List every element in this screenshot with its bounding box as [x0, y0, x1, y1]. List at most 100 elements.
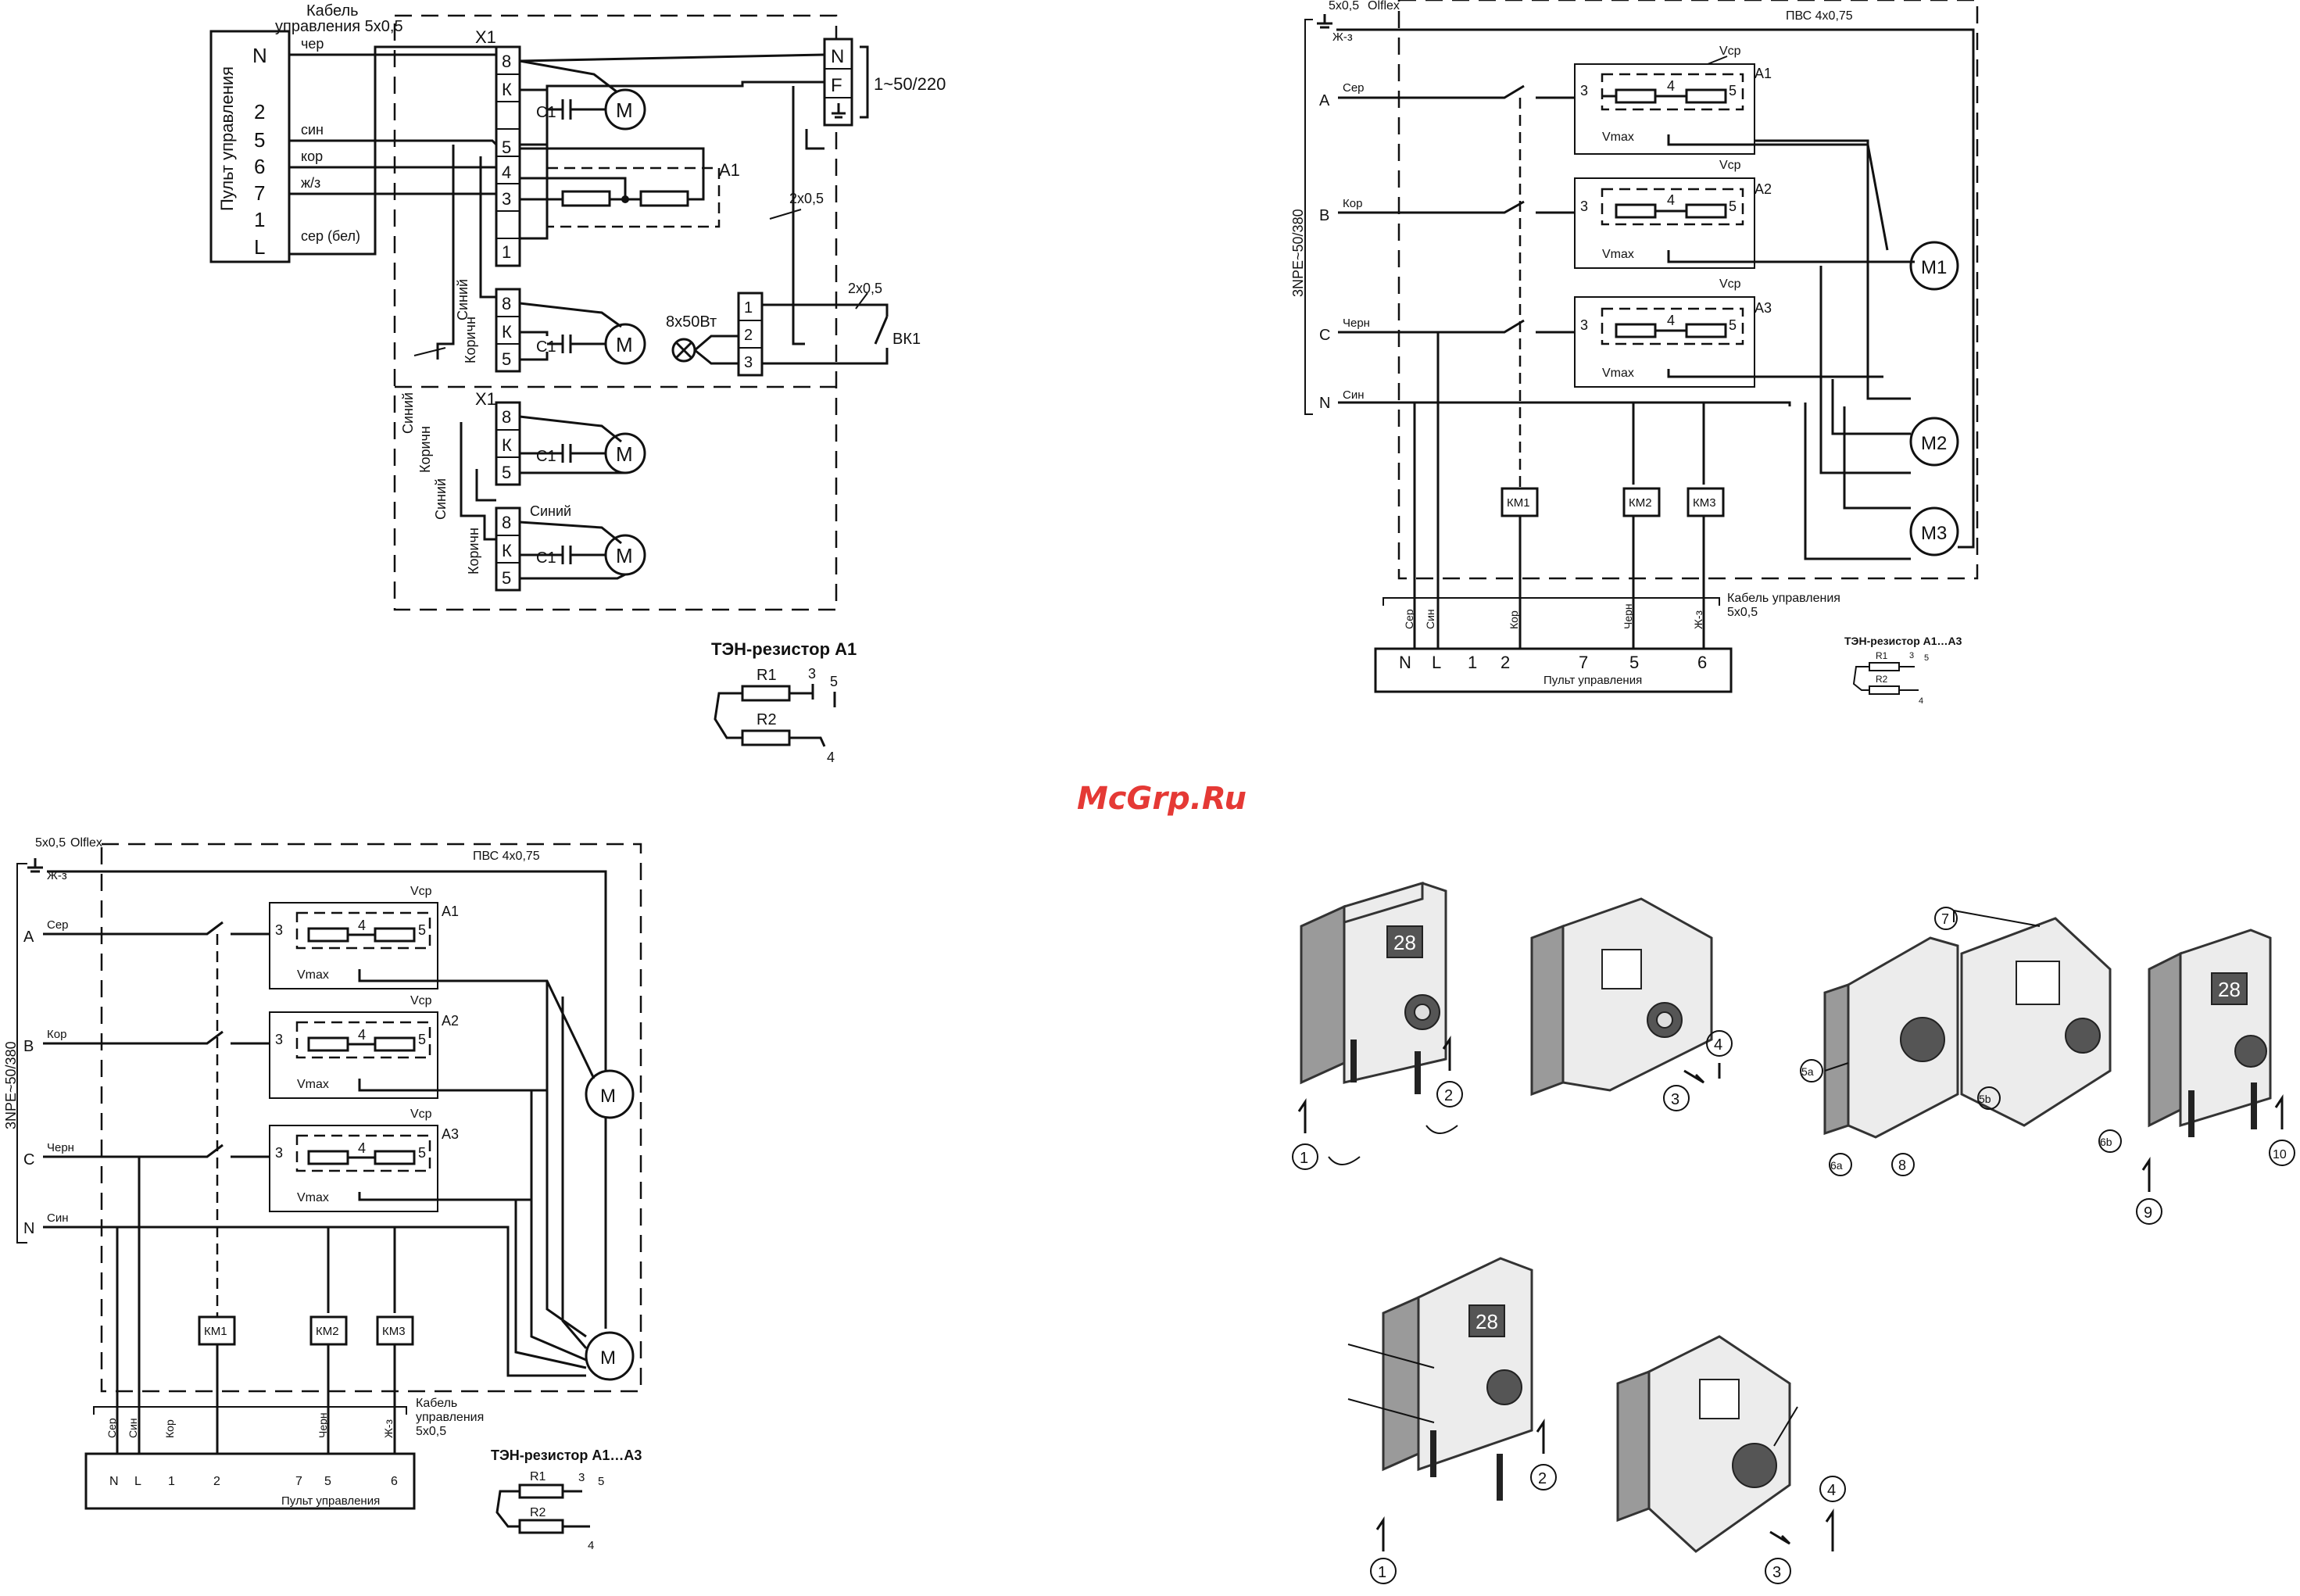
d2-term-6: 6 [1697, 653, 1707, 672]
wire-blue-label-3: Синий [433, 478, 449, 520]
d3-a1-pin3: 3 [275, 922, 283, 938]
device-step-top-3 [1823, 909, 2112, 1139]
d2-supply-label: 3NPE~50/380 [1290, 209, 1306, 297]
d3-heater-a3: 3 4 5 Vср Vmax A3 [269, 1108, 459, 1212]
step-badge-4: 4 [1714, 1036, 1722, 1054]
d2-panel-label: Пульт управления [1543, 674, 1642, 687]
device-2-display-window [1601, 949, 1642, 989]
x1-label: X1 [475, 27, 496, 47]
d3-panel-wire-brown: Кор [163, 1419, 176, 1438]
device-step-top-2 [1530, 897, 1713, 1097]
d2-contactor-km3 [1687, 487, 1725, 517]
resistor-r1-label: R1 [757, 667, 777, 684]
bottom-step-badge-2: 2 [1538, 1470, 1547, 1487]
d3-cable-label-2: управления [416, 1411, 484, 1424]
d2-a1-pin3: 3 [1580, 83, 1588, 98]
device-4-knob [2234, 1035, 2267, 1068]
step-badge-10: 10 [2273, 1148, 2287, 1161]
assembly-illustrations: 28 1 2 3 4 [1292, 881, 2295, 1584]
control-panel-box [209, 30, 291, 263]
d2-wire-black: Черн [1343, 317, 1370, 330]
panel-terminal-5: 5 [254, 128, 265, 152]
motor-4 [604, 534, 646, 576]
diagram-three-phase-bottom: 5х0,5 Olflex ПВС 4х0,75 Ж-з 3NPE~50/380 … [3, 836, 642, 1552]
wire-blue-label-1: Синий [455, 279, 470, 320]
m3-pin-8: 8 [502, 407, 511, 427]
d2-term-1: 1 [1468, 653, 1477, 672]
resistor-r2-label: R2 [757, 711, 777, 728]
d3-pin4: 4 [588, 1539, 594, 1552]
housing-outline [393, 14, 838, 611]
step-badge-2: 2 [1444, 1087, 1453, 1104]
d2-a1-pin4: 4 [1667, 78, 1675, 94]
d3-phase-n: N [23, 1220, 34, 1237]
step-badges-bottom-2: 3 4 [1765, 1476, 1846, 1584]
wire-brown-label-2: Коричн [417, 426, 433, 473]
resistor-a1-title: ТЭН-резистор А1 [711, 639, 857, 659]
d3-cable-label-3: 5х0,5 [416, 1425, 446, 1438]
device-b2-display-window [1699, 1379, 1740, 1419]
step-badges-bottom-1: 1 2 [1370, 1419, 1557, 1584]
d2-a2-pin5: 5 [1729, 199, 1737, 214]
d3-motor-1-label: M [600, 1086, 616, 1107]
d3-a3-label: A3 [442, 1126, 459, 1142]
d2-a3-vcp: Vср [1719, 277, 1741, 291]
wire-label-grey: сер (бел) [301, 228, 360, 244]
d2-a3-pin4: 4 [1667, 313, 1675, 328]
d2-motor-m3-label: M3 [1921, 523, 1947, 544]
d2-panel-wire-black: Черн [1622, 603, 1634, 629]
device-4-display [2211, 972, 2248, 1005]
device-step-bottom-1: 28 [1347, 1257, 1533, 1501]
panel-terminal-2: 2 [254, 100, 265, 123]
lamp-terminal [737, 292, 764, 377]
wire-label-brown: кор [301, 149, 323, 164]
d2-term-7: 7 [1579, 653, 1588, 672]
wire-2x05-label-a: 2х0,5 [789, 191, 824, 206]
d2-motor-m2-label: M2 [1921, 433, 1947, 454]
x1-pin-8: 8 [502, 52, 511, 71]
cable-label-line1: Кабель [306, 2, 359, 20]
supply-terminal [823, 38, 853, 127]
watermark: McGrp.Ru [1077, 781, 1247, 817]
d3-a2-pin4: 4 [358, 1027, 366, 1043]
d2-heater-a2: 3 4 5 Vср Vmax A2 [1574, 159, 1772, 269]
device-b1-knob [1486, 1369, 1522, 1405]
capacitor-2-label: С1 [536, 338, 556, 356]
step-badge-7: 7 [1941, 911, 1949, 927]
d3-pin3: 3 [578, 1471, 585, 1484]
d2-a3-pin3: 3 [1580, 317, 1588, 333]
supply-pin-n: N [831, 46, 844, 67]
d3-wire-grey: Сер [47, 918, 69, 932]
d3-contactor-km2 [309, 1315, 348, 1346]
d2-km3-label: КМ3 [1693, 496, 1716, 510]
motor-1 [604, 88, 646, 131]
d3-km3-label: КМ3 [382, 1325, 406, 1338]
heater-a1-label: A1 [719, 160, 740, 180]
x1-pin-5: 5 [502, 138, 511, 157]
terminal-block-motor-4 [495, 506, 521, 592]
d3-a3-pin3: 3 [275, 1145, 283, 1161]
d2-pin4: 4 [1919, 696, 1923, 706]
d3-cable-top: 5х0,5 [35, 836, 66, 850]
d3-term-1: 1 [168, 1475, 175, 1488]
step-badge-3: 3 [1671, 1091, 1679, 1108]
m4-pin-k: К [502, 541, 512, 560]
d3-term-7: 7 [295, 1475, 302, 1488]
x1-pin-1: 1 [502, 242, 511, 262]
diagram-three-phase-top: 5х0,5 Olflex ПВС 4х0,75 Ж-з 3NPE~50/380 … [1290, 0, 1979, 706]
motor-2 [604, 323, 646, 365]
d3-phase-a: A [23, 929, 34, 946]
capacitor-4-label: С1 [536, 549, 556, 567]
d2-wire-brown: Кор [1343, 197, 1362, 210]
control-panel-label: Пульт управления [217, 66, 237, 211]
d3-panel-wire-blue: Син [127, 1418, 139, 1438]
d3-term-5: 5 [324, 1475, 331, 1488]
resistor-pin-5: 5 [830, 674, 838, 689]
d2-panel-wire-grey: Сер [1403, 609, 1415, 629]
d2-phase-n: N [1319, 395, 1330, 412]
step-badges-top-1: 1 2 [1292, 1036, 1463, 1170]
d2-a1-pin5: 5 [1729, 83, 1737, 98]
d3-heater-a1: 3 4 5 Vср Vmax A1 [269, 885, 459, 989]
d3-r2: R2 [530, 1506, 546, 1519]
